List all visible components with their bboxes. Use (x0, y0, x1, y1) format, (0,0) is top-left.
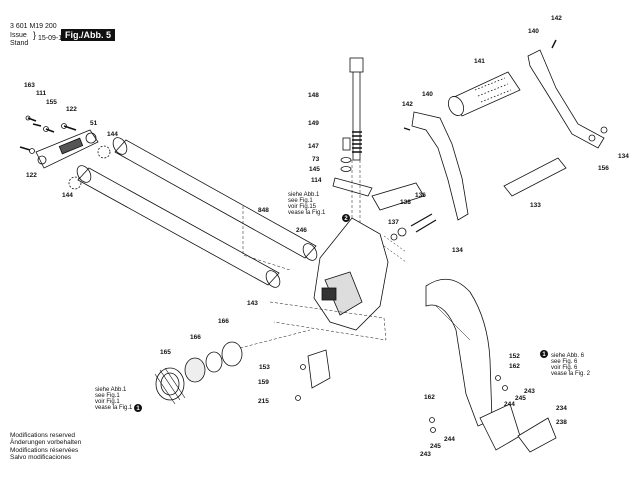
ref-badge-fig1-bottom: 1 (136, 406, 140, 412)
svg-text:voir Fig.15: voir Fig.15 (288, 204, 317, 210)
doc-number: 3 601 M19 200 (10, 23, 57, 30)
part-145: 145 (309, 166, 320, 173)
ref-note-fig6: siehe Abb. 6 see Fig. 6 voir Fig. 6 veas… (551, 353, 591, 377)
part-144-bottom: 144 (62, 192, 73, 199)
part-134-right: 134 (618, 153, 629, 160)
part-163: 163 (24, 82, 35, 89)
part-159: 159 (258, 379, 269, 386)
part-234: 234 (556, 405, 567, 412)
figure-label: Fig./Abb. 5 (61, 29, 115, 41)
part-246: 246 (296, 227, 307, 234)
part-244-right: 244 (504, 401, 515, 408)
ref-badges: 2 1 1 (134, 214, 548, 412)
part-245-right: 245 (515, 395, 526, 402)
part-73: 73 (312, 156, 320, 163)
svg-text:siehe Abb.1: siehe Abb.1 (95, 387, 127, 393)
part-136: 136 (415, 192, 426, 199)
handle-arm-140-right (527, 49, 605, 149)
part-149: 149 (308, 120, 319, 127)
footer-notes: Modifications reserved Änderungen vorbeh… (10, 432, 81, 461)
part-138: 138 (400, 199, 411, 206)
svg-text:vease la Fig.1: vease la Fig.1 (288, 210, 326, 216)
part-156: 156 (598, 165, 609, 172)
part-144-top: 144 (107, 131, 118, 138)
part-166-right: 166 (218, 318, 229, 325)
part-51: 51 (90, 120, 98, 127)
part-147: 147 (308, 143, 319, 150)
handle-141-part (447, 71, 521, 117)
part-111: 111 (36, 90, 47, 97)
star-gear-parts (68, 145, 111, 190)
screw-parts (19, 115, 77, 154)
part-162-right: 162 (509, 363, 520, 370)
part-155: 155 (46, 99, 57, 106)
blade-guard-part (425, 278, 493, 427)
main-housing-part (313, 217, 389, 331)
part-148: 148 (308, 92, 319, 99)
cover-234-part (479, 403, 557, 453)
tube-lower (76, 165, 281, 288)
part-number-labels: 163 111 155 122 51 144 122 144 148 149 1… (24, 15, 629, 458)
footer-line-fr: Modifications réservées (10, 446, 79, 454)
svg-text:vease la Fig.1: vease la Fig.1 (95, 405, 133, 411)
svg-text:voir Fig.1: voir Fig.1 (95, 399, 120, 405)
part-122-bottom: 122 (26, 172, 37, 179)
svg-text:siehe Abb.1: siehe Abb.1 (288, 192, 320, 198)
ref-note-fig1-top: siehe Abb.1 see Fig.1 voir Fig.15 vease … (288, 192, 326, 216)
part-143: 143 (247, 300, 258, 307)
part-137: 137 (388, 219, 399, 226)
part-152: 152 (509, 353, 520, 360)
ref-badge-fig1-top: 2 (344, 216, 348, 222)
svg-text:see Fig.1: see Fig.1 (288, 198, 313, 204)
footer-line-de: Änderungen vorbehalten (10, 439, 82, 447)
bearing-166-part (184, 341, 243, 383)
svg-text:siehe Abb. 6: siehe Abb. 6 (551, 353, 585, 359)
bracket-159-part (295, 349, 331, 401)
handle-arm-140-left (411, 111, 469, 221)
part-243-bottom: 243 (420, 451, 431, 458)
part-140-left: 140 (422, 91, 433, 98)
svg-text:voir Fig. 6: voir Fig. 6 (551, 365, 578, 371)
part-215: 215 (258, 398, 269, 405)
stand-label: Stand (10, 40, 29, 47)
svg-text:see Fig. 6: see Fig. 6 (551, 359, 578, 365)
rod-148-part (349, 57, 364, 161)
slider-bracket-part (35, 129, 99, 169)
part-153: 153 (259, 364, 270, 371)
spring-165-part (154, 367, 186, 405)
part-114: 114 (311, 177, 322, 184)
part-162-left: 162 (424, 394, 435, 401)
part-244-bottom: 244 (444, 436, 455, 443)
part-166-left: 166 (190, 334, 201, 341)
tube-upper (112, 137, 318, 261)
part-140-top: 140 (528, 28, 539, 35)
part-245-bottom: 245 (430, 443, 441, 450)
part-142-left: 142 (402, 101, 413, 108)
part-848: 848 (258, 207, 269, 214)
part-243-right: 243 (524, 388, 535, 395)
footer-line-es: Salvo modificaciones (10, 453, 72, 461)
part-165: 165 (160, 349, 171, 356)
part-141: 141 (474, 58, 485, 65)
ref-badge-fig6: 1 (542, 352, 546, 358)
part-238: 238 (556, 419, 567, 426)
svg-text:see Fig.1: see Fig.1 (95, 393, 120, 399)
issue-date: 15-09-14 (38, 35, 67, 42)
part-142-top: 142 (551, 15, 562, 22)
part-134-left: 134 (452, 247, 463, 254)
issue-label: Issue (10, 32, 27, 39)
ref-note-fig1-bottom: siehe Abb.1 see Fig.1 voir Fig.1 vease l… (95, 387, 133, 411)
part-122-top: 122 (66, 106, 77, 113)
rod-133-part (503, 157, 567, 197)
part-133: 133 (530, 202, 541, 209)
svg-text:vease la Fig. 2: vease la Fig. 2 (551, 371, 591, 377)
footer-line-en: Modifications reserved (10, 432, 76, 439)
